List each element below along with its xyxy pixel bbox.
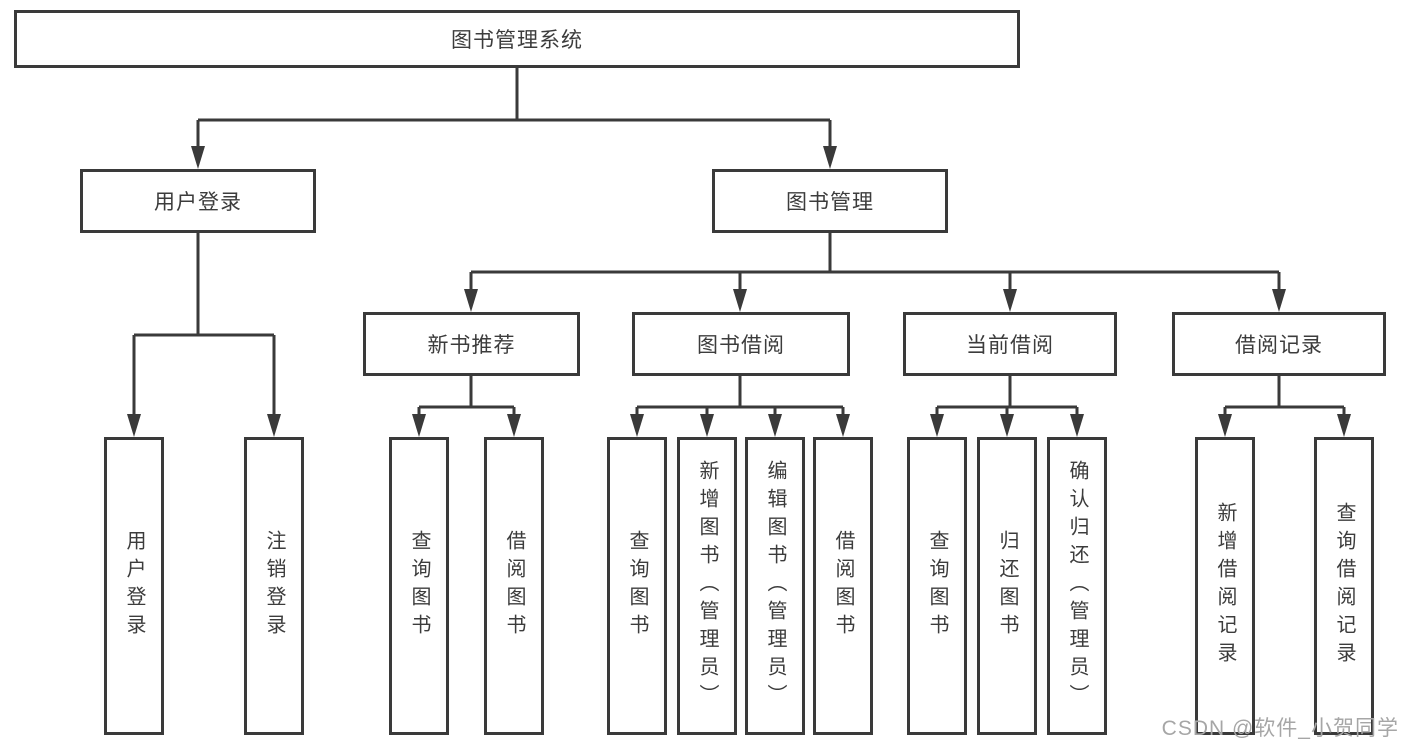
- wire-borrow-records-to-children: [1223, 376, 1346, 418]
- arrowhead: [630, 414, 644, 437]
- leaf-label: 编辑图书（管理员）: [764, 460, 786, 712]
- node-new-book-recommendation: 新书推荐: [363, 312, 580, 376]
- leaf-edit-book-admin: 编辑图书（管理员）: [745, 437, 805, 735]
- leaf-label: 查询借阅记录: [1333, 502, 1355, 670]
- node-label: 当前借阅: [966, 334, 1054, 357]
- node-label: 借阅记录: [1235, 334, 1323, 357]
- arrowhead: [127, 414, 141, 437]
- node-label: 图书借阅: [697, 334, 785, 357]
- leaf-add-book-admin: 新增图书（管理员）: [677, 437, 737, 735]
- arrowhead: [191, 146, 205, 169]
- leaf-label: 确认归还（管理员）: [1066, 460, 1088, 712]
- leaf-label: 用户登录: [123, 530, 145, 642]
- wire-user-login-to-children: [132, 233, 276, 418]
- node-current-borrowing: 当前借阅: [903, 312, 1117, 376]
- leaf-label: 新增图书（管理员）: [696, 460, 718, 712]
- leaf-label: 查询图书: [626, 530, 648, 642]
- node-label: 图书管理: [786, 191, 874, 214]
- leaf-label: 查询图书: [408, 530, 430, 642]
- arrowhead: [1070, 414, 1084, 437]
- arrowhead: [1000, 414, 1014, 437]
- arrowhead: [700, 414, 714, 437]
- leaf-query-books-borrowing: 查询图书: [607, 437, 667, 735]
- leaf-label: 查询图书: [926, 530, 948, 642]
- node-book-management: 图书管理: [712, 169, 948, 233]
- wire-root-to-level1: [196, 68, 832, 150]
- wire-book-management-to-level2: [469, 233, 1281, 293]
- arrowhead: [1337, 414, 1351, 437]
- leaf-logout: 注销登录: [244, 437, 304, 735]
- node-label: 图书管理系统: [451, 29, 583, 52]
- arrowhead: [823, 146, 837, 169]
- leaf-borrow-books: 借阅图书: [813, 437, 873, 735]
- leaf-user-login: 用户登录: [104, 437, 164, 735]
- leaf-label: 归还图书: [996, 530, 1018, 642]
- arrowhead: [930, 414, 944, 437]
- node-book-borrowing: 图书借阅: [632, 312, 850, 376]
- leaf-label: 借阅图书: [832, 530, 854, 642]
- leaf-label: 注销登录: [263, 530, 285, 642]
- node-borrowing-records: 借阅记录: [1172, 312, 1386, 376]
- arrowhead: [267, 414, 281, 437]
- node-label: 用户登录: [154, 191, 242, 214]
- leaf-return-books: 归还图书: [977, 437, 1037, 735]
- leaf-borrow-books-recommend: 借阅图书: [484, 437, 544, 735]
- leaf-confirm-return-admin: 确认归还（管理员）: [1047, 437, 1107, 735]
- leaf-query-books-recommend: 查询图书: [389, 437, 449, 735]
- arrowhead: [412, 414, 426, 437]
- arrowhead: [464, 289, 478, 312]
- csdn-watermark: CSDN @软件_小贺同学: [1161, 717, 1399, 740]
- arrowhead: [507, 414, 521, 437]
- arrowhead: [1003, 289, 1017, 312]
- leaf-query-borrow-record: 查询借阅记录: [1314, 437, 1374, 735]
- leaf-label: 借阅图书: [503, 530, 525, 642]
- leaf-query-books-current: 查询图书: [907, 437, 967, 735]
- wire-new-book-to-children: [417, 376, 516, 418]
- arrowhead: [768, 414, 782, 437]
- arrowhead: [1272, 289, 1286, 312]
- arrowhead: [733, 289, 747, 312]
- node-label: 新书推荐: [427, 334, 516, 357]
- wire-book-borrow-to-children: [635, 376, 845, 418]
- leaf-label: 新增借阅记录: [1214, 502, 1236, 670]
- node-book-management-system: 图书管理系统: [14, 10, 1020, 68]
- node-user-login: 用户登录: [80, 169, 316, 233]
- arrowhead: [1218, 414, 1232, 437]
- leaf-add-borrow-record: 新增借阅记录: [1195, 437, 1255, 735]
- arrowhead: [836, 414, 850, 437]
- wire-current-borrow-to-children: [935, 376, 1079, 418]
